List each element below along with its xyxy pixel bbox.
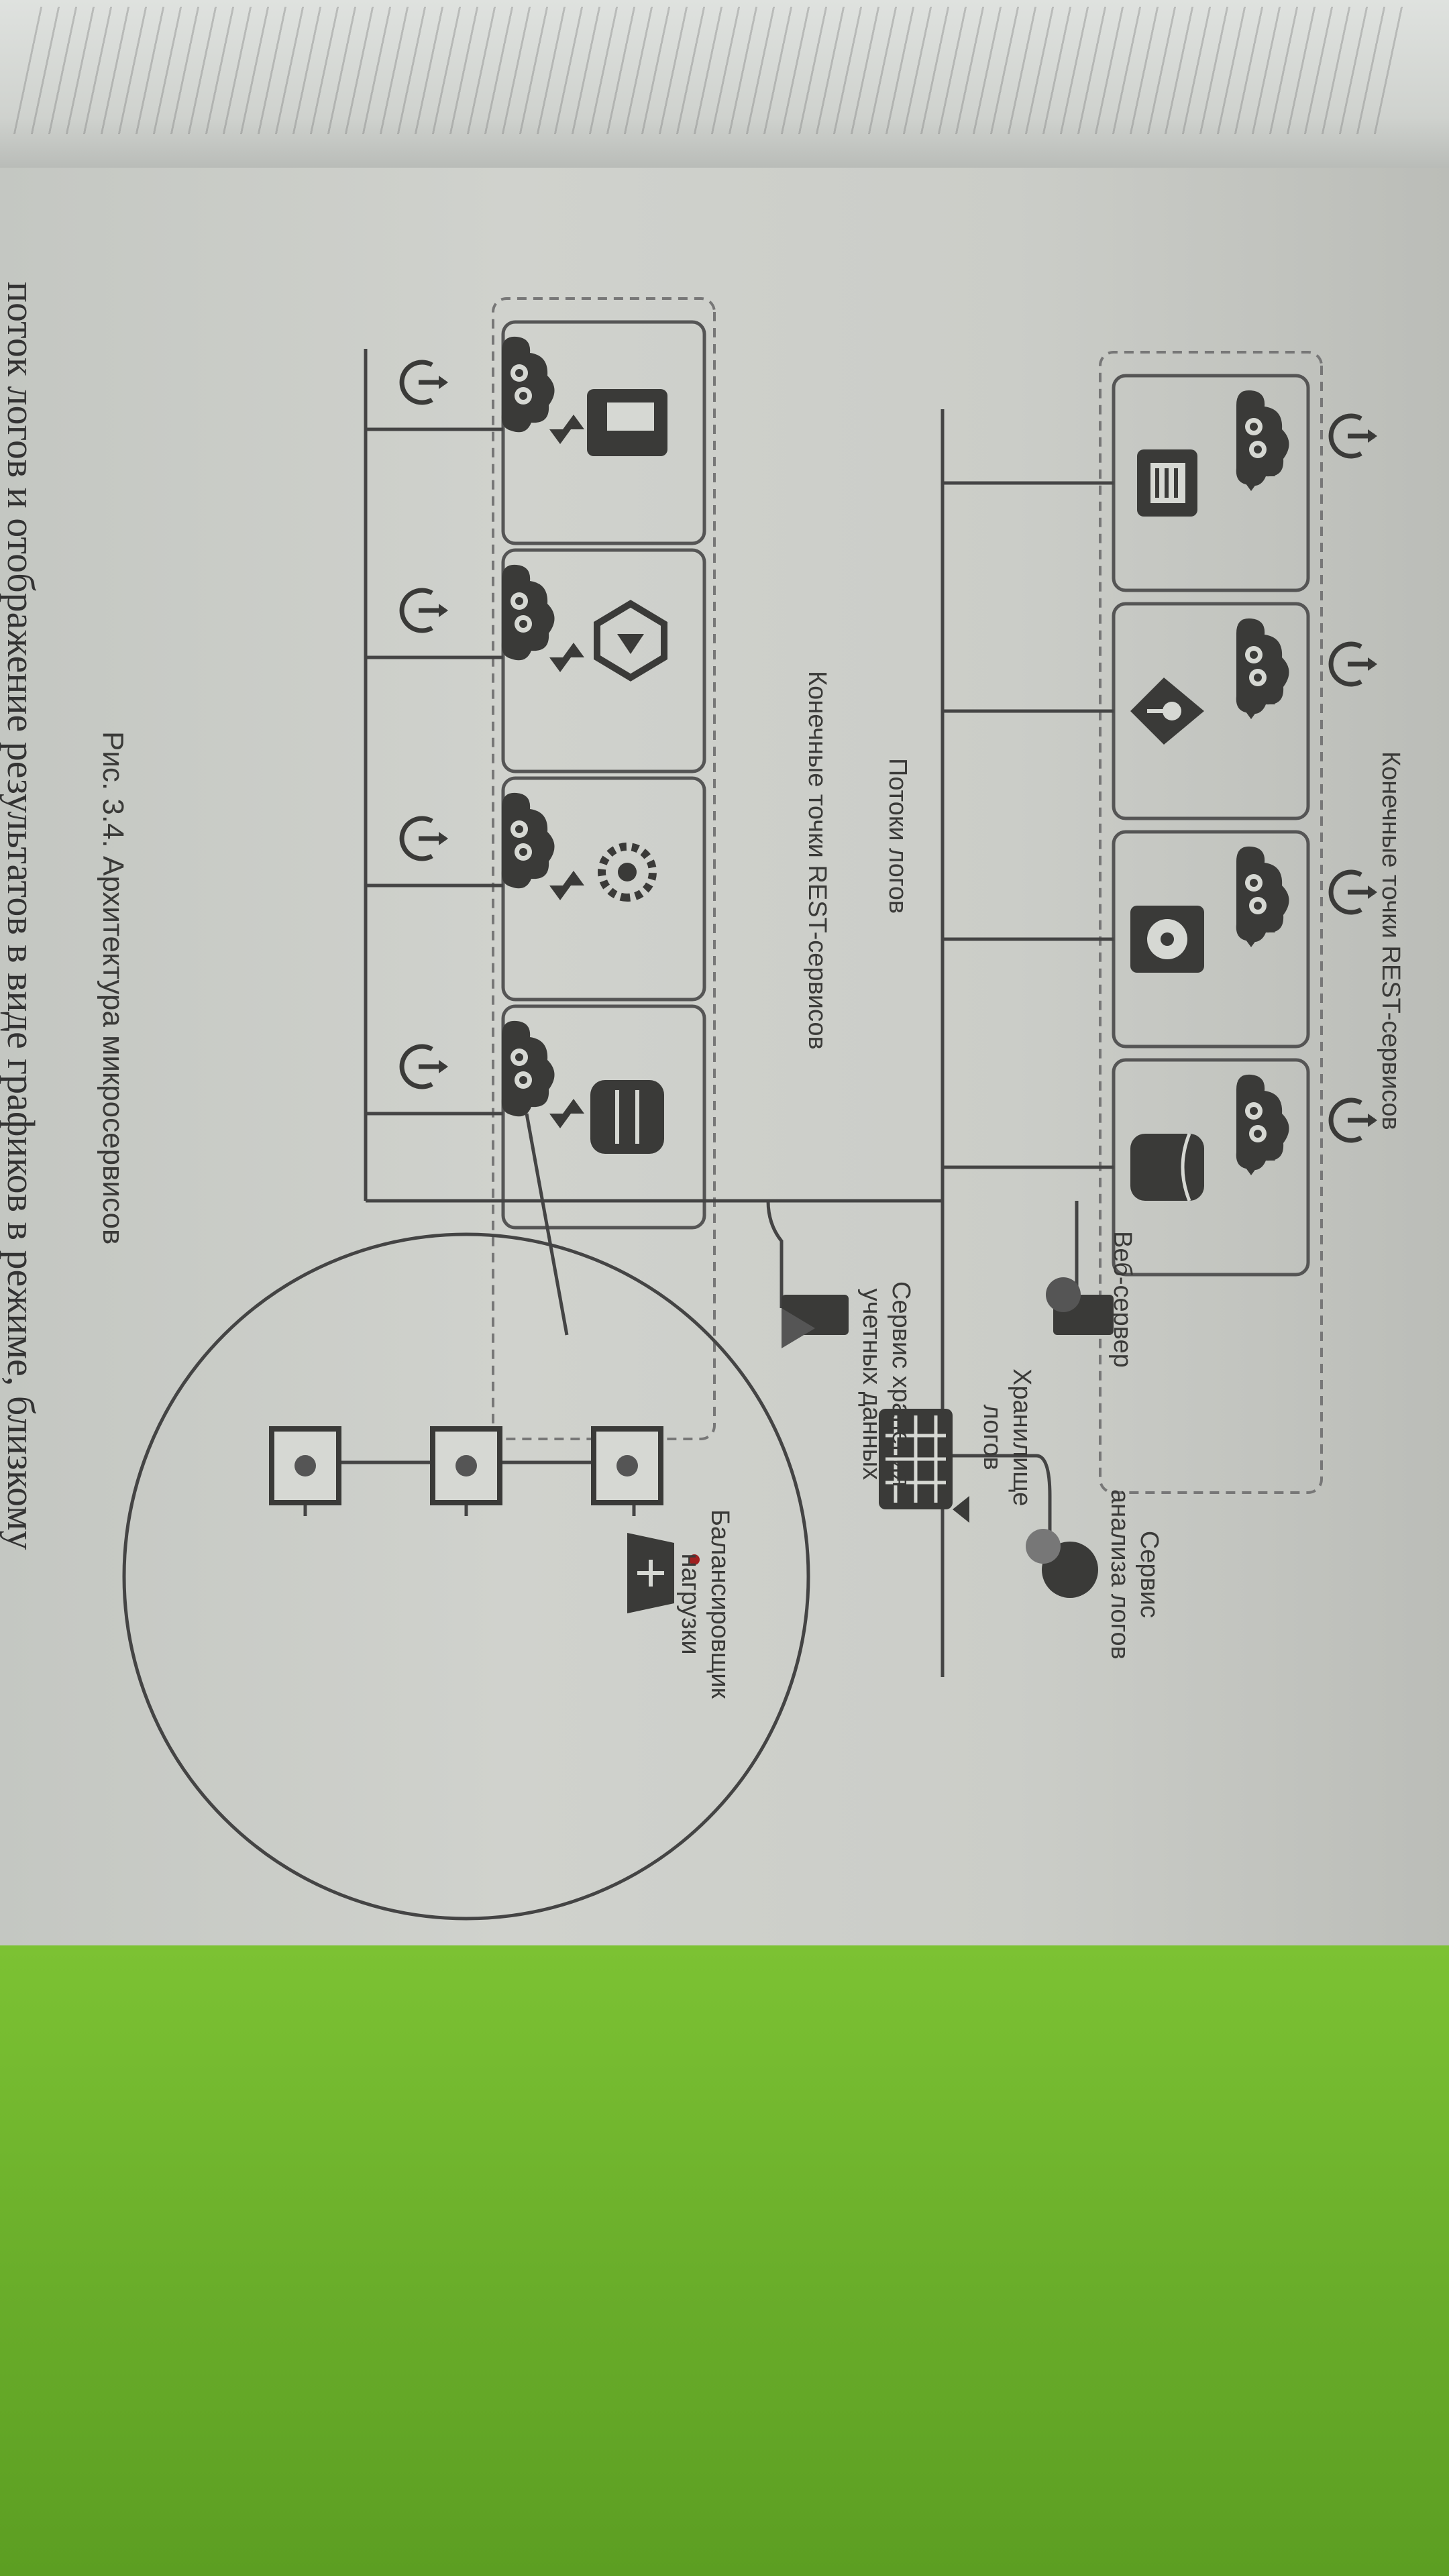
log-storage-label: Хранилище логов [978,1368,1036,1507]
bidirectional-arrows-icon [549,871,584,900]
credentials-service-icon [782,1295,849,1348]
top-service-boxes [1112,374,1310,1277]
cloud-gear-icon [501,792,555,889]
cloud-gear-icon [501,1020,555,1117]
log-analysis-label: Сервис анализа логов [1106,1489,1163,1660]
bottom-row-icons [402,336,667,1154]
power-plug-icon [402,818,448,859]
power-plug-icon [1331,416,1377,456]
architecture-diagram [122,297,1449,1921]
bidirectional-arrows-icon [549,1099,584,1128]
document-icon [1137,449,1197,517]
bidirectional-arrows-icon [549,643,584,672]
web-server-label: Веб-сервер [1108,1231,1136,1368]
cylinder-stack-icon [590,1080,664,1154]
zoom-circle [122,1232,810,1921]
hard-disk-icon [1130,906,1204,973]
bottom-service-boxes [501,320,706,1230]
load-balancer-label: Балансировщик нагрузки [676,1509,734,1699]
log-streams-label: Потоки логов [883,758,912,914]
figure-caption: Рис. 3.4. Архитектура микросервисов [97,731,129,1245]
rotated-diagram: Конечные точки REST-сервисов Потоки лого… [0,34,1449,2113]
power-plug-icon [402,590,448,631]
zoom-connector [525,1113,569,1336]
power-plug-icon [1331,872,1377,912]
green-table-surface [0,1945,1449,2576]
top-group-title: Конечные точки REST-сервисов [1377,751,1405,1130]
server-file-icon [587,389,667,456]
play-hexagon-icon [594,600,667,682]
credentials-service-label: Сервис хранения учетных данных [857,1281,915,1487]
map-pin-icon [1130,678,1204,745]
bidirectional-arrows-icon [549,415,584,444]
arrow-head [953,1496,969,1523]
cloud-gear-icon [501,336,555,433]
power-plug-icon [402,362,448,402]
curled-previous-page [0,0,1449,168]
gear-icon [598,843,657,902]
bottom-group-title: Конечные точки REST-сервисов [803,671,831,1050]
analytics-icon [1026,1529,1098,1598]
top-row-icons [1130,390,1377,1201]
body-text-line: поток логов и отображение результатов в … [0,282,43,1550]
log-storage-icon [879,1409,953,1509]
backend-monitors [269,1426,663,1505]
top-group-frame [1099,351,1323,1494]
database-icon [1130,1133,1204,1201]
book-page [0,0,1449,2100]
power-plug-icon [1331,1100,1377,1140]
power-plug-icon [1331,644,1377,684]
cloud-gear-icon [501,564,555,661]
web-server-icon [1046,1277,1114,1335]
load-balancer-icon [627,1533,700,1613]
power-plug-icon [402,1046,448,1087]
